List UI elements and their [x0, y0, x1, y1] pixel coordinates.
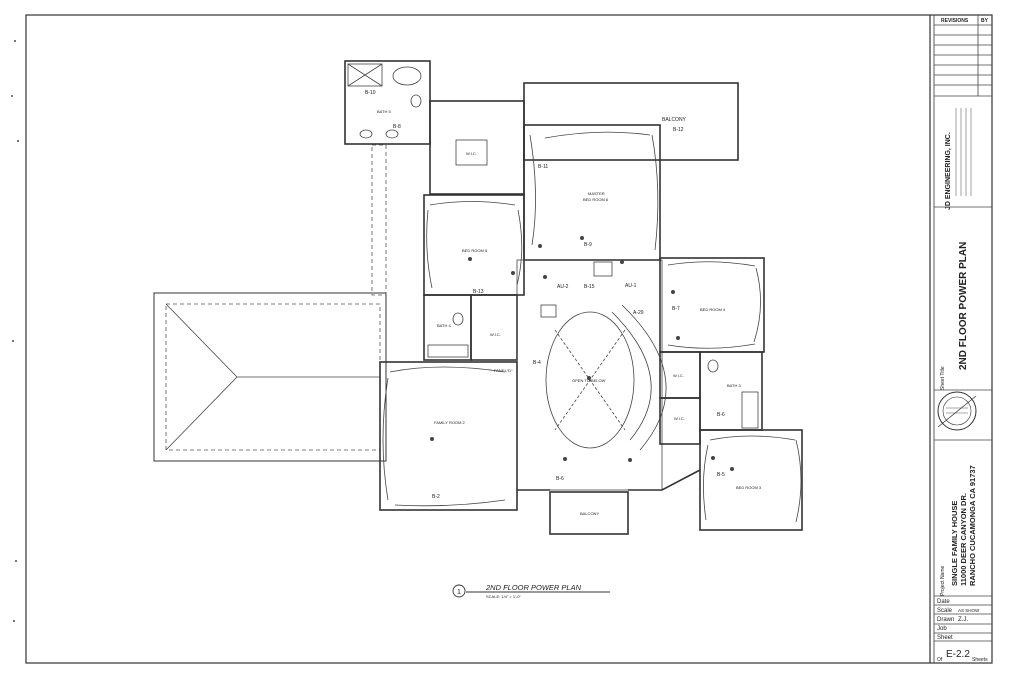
drawn-label: Drawn — [937, 617, 954, 623]
master-label-2: BED ROOM 6 — [583, 197, 609, 202]
of-label: Of — [937, 657, 943, 663]
scale-label: Scale — [937, 608, 953, 614]
project-line-1: SINGLE FAMILY HOUSE — [950, 501, 959, 586]
sheet-title: 2ND FLOOR POWER PLAN — [958, 242, 969, 370]
floor-plan: BATH 5 B-10 B-8 W.I.C. BALCONY B-12 MAST… — [153, 60, 803, 535]
roof-outline — [153, 144, 387, 462]
wic-top-label: W.I.C. — [466, 151, 477, 156]
scan-marks — [11, 40, 19, 622]
wic-lower-room — [659, 397, 701, 445]
wic-right-label: W.I.C. — [673, 373, 684, 378]
bedroom3-label: BED ROOM 3 — [736, 485, 762, 490]
project-line-3: RANCHO CUCAMONGA CA 91737 — [968, 465, 977, 586]
drawing-title-number: 1 — [457, 589, 461, 596]
sheets-label: Sheets — [972, 657, 988, 663]
drawing-title-text: 2ND FLOOR POWER PLAN — [485, 583, 582, 592]
bath3-label: BATH 3 — [727, 383, 741, 388]
drawn-value: Z.J. — [958, 617, 968, 623]
family-room — [379, 361, 518, 511]
bath5-block — [344, 60, 431, 145]
drawing-title: 1 2ND FLOOR POWER PLAN SCALE: 1/4" = 1'-… — [452, 583, 610, 599]
circuit-b5: B-5 — [717, 472, 725, 478]
circuit-b4: B-4 — [533, 360, 541, 366]
master-label: MASTER — [588, 191, 605, 196]
balcony-bottom-label: BALCONY — [580, 511, 599, 516]
sheet-number: E-2.2 — [946, 649, 970, 660]
company-name: JD ENGINEERING, INC. — [945, 132, 952, 210]
open-to-below-label: OPEN TO BELOW — [572, 378, 606, 383]
bath3-room — [699, 351, 763, 431]
circuit-au1: AU-1 — [625, 283, 637, 289]
open-to-below — [545, 311, 635, 449]
circuit-b9: B-9 — [584, 242, 592, 248]
by-header: BY — [981, 18, 989, 24]
hall-area — [516, 259, 663, 491]
bedroom4-label: BED ROOM 4 — [700, 307, 726, 312]
bath4-label: BATH 4 — [437, 323, 451, 328]
sheet-label: Sheet — [937, 635, 953, 641]
bedroom3 — [699, 429, 803, 531]
sheet-border — [25, 14, 993, 664]
wic-lower-label: W.I.C. — [674, 416, 685, 421]
scale-value: AS SHOW — [958, 608, 980, 613]
balcony-top-label: BALCONY — [662, 117, 687, 123]
balcony-top — [523, 82, 739, 161]
circuit-b15: B-15 — [584, 284, 595, 290]
panel-label: PANEL"D" — [494, 368, 513, 373]
date-label: Date — [937, 599, 950, 605]
circuit-b8: B-8 — [393, 124, 401, 130]
wic-top-room — [429, 100, 525, 195]
sheet-title-label: Sheet Title — [940, 366, 946, 390]
circuit-a29: A-29 — [633, 310, 644, 316]
drawing-scale: SCALE: 1/4" = 1'-0" — [486, 594, 521, 599]
circuit-b11: B-11 — [538, 164, 548, 170]
revisions-header: REVISIONS — [941, 18, 969, 24]
circuit-b7: B-7 — [672, 306, 680, 312]
circuit-b6b: B-6 — [717, 412, 725, 418]
circuit-b10: B-10 — [365, 90, 376, 96]
company-info-lines — [955, 108, 972, 196]
title-block: REVISIONS BY JD ENGINEERING, INC. Sheet … — [934, 15, 992, 663]
circuit-au2: AU-2 — [557, 284, 569, 290]
circuit-b12: B-12 — [673, 127, 684, 133]
bedroom5 — [423, 194, 525, 296]
circuit-b6: B-6 — [556, 476, 564, 482]
project-line-2: 11000 DEER CANYON DR. — [959, 493, 968, 586]
job-label: Job — [937, 626, 947, 632]
circuit-b2: B-2 — [432, 494, 440, 500]
engineer-seal — [937, 391, 977, 431]
wic-mid-label: W.I.C. — [490, 332, 501, 337]
family-room-label: FAMILY ROOM 2 — [434, 420, 466, 425]
wic-mid-room — [470, 294, 518, 361]
bath5-label: BATH 5 — [377, 109, 391, 114]
bedroom4 — [659, 257, 765, 353]
outlets — [430, 236, 734, 471]
bedroom5-label: BED ROOM 5 — [462, 248, 488, 253]
balcony-bottom — [549, 491, 629, 535]
project-name-label: Project Name — [940, 565, 946, 596]
circuit-b13: B-13 — [473, 289, 484, 295]
